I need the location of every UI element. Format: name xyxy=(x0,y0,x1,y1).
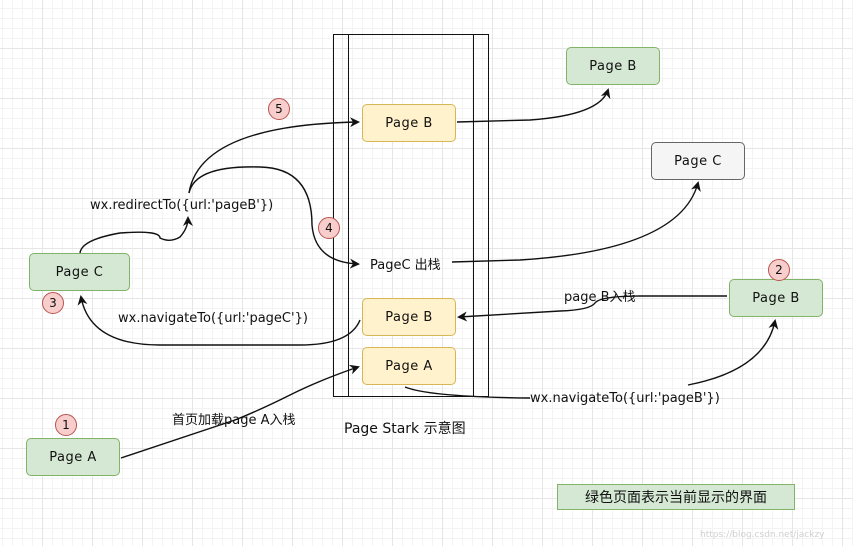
stack-item-page-c-popped: PageC 出栈 xyxy=(370,258,441,273)
watermark: https://blog.csdn.net/jackzy xyxy=(700,530,825,540)
edge-redirect-start xyxy=(79,216,193,255)
page-c-label: Page C xyxy=(55,264,104,280)
edge-push-b xyxy=(457,295,727,322)
stack-item-label: Page B xyxy=(385,115,433,131)
edge-label-redirect-b: wx.redirectTo({url:'pageB'}) xyxy=(90,198,274,213)
stack-item-page-a: Page A xyxy=(362,347,456,385)
edge-label-home-push: 首页加载page A入栈 xyxy=(172,413,296,428)
page-stack-outer xyxy=(333,34,489,397)
page-b-top-label: Page B xyxy=(589,58,637,74)
edge-show-b xyxy=(456,88,611,123)
step-1-badge: 1 xyxy=(55,414,77,436)
edge-label-navigate-b: wx.navigateTo({url:'pageB'}) xyxy=(530,391,720,406)
edge-label-navigate-c: wx.navigateTo({url:'pageC'}) xyxy=(118,311,308,326)
stack-item-label: Page A xyxy=(385,358,433,374)
edge-pop-c xyxy=(451,181,701,263)
stack-item-label: Page B xyxy=(385,309,433,325)
edge-navigate-c xyxy=(77,295,361,346)
step-4-badge: 4 xyxy=(318,217,340,239)
page-b-right-box: Page B xyxy=(729,279,823,317)
page-stack-inner xyxy=(348,34,474,397)
page-c-box: Page C xyxy=(29,253,130,291)
page-a-label: Page A xyxy=(49,449,97,465)
legend-current-page: 绿色页面表示当前显示的界面 xyxy=(557,484,795,510)
page-c-removed-label: Page C xyxy=(674,153,722,169)
edge-home-push xyxy=(120,364,360,459)
edge-label-push-b: page B入栈 xyxy=(564,290,636,305)
stack-item-page-b: Page B xyxy=(362,298,456,336)
stack-item-page-b-top: Page B xyxy=(362,104,456,142)
step-3-badge: 3 xyxy=(42,292,64,314)
page-b-right-label: Page B xyxy=(752,290,800,306)
page-b-top-box: Page B xyxy=(566,47,660,85)
edge-navigate-b-curve xyxy=(687,319,779,386)
edge-navigate-b xyxy=(404,386,531,399)
edge-redirect-5 xyxy=(188,117,360,194)
edge-redirect-4 xyxy=(188,166,360,269)
step-5-badge: 5 xyxy=(268,98,290,120)
page-a-box: Page A xyxy=(26,438,120,476)
stack-caption: Page Stark 示意图 xyxy=(344,421,466,437)
page-c-removed-box: Page C xyxy=(651,142,745,180)
step-2-badge: 2 xyxy=(768,259,790,281)
